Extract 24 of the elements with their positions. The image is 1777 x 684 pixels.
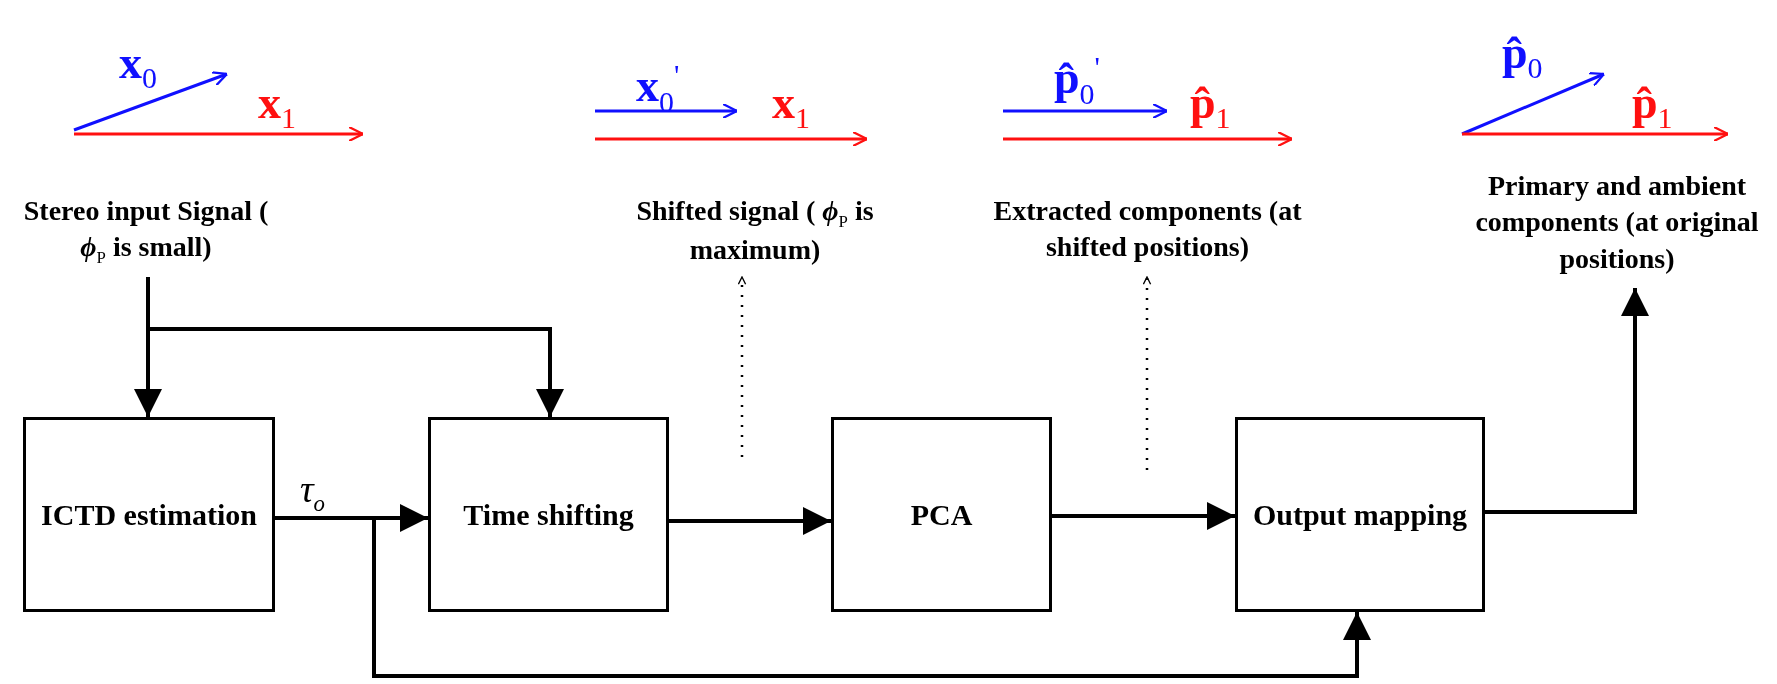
vector-label: x$_{1}$ — [772, 80, 810, 134]
box-label: Output mapping — [1252, 496, 1468, 533]
arrow — [669, 507, 831, 535]
process-box — [1235, 417, 1485, 612]
box-label: Time shifting — [463, 496, 634, 533]
signal-caption: Stereo input Signal ( ϕ$_{P}$ is small) — [22, 194, 270, 269]
arrow — [1052, 502, 1235, 530]
signal-caption: Primary and ambient components (at original positions) — [1474, 169, 1760, 276]
dotted-arrow — [1142, 276, 1152, 470]
signal-caption: Shifted signal ( ϕ$_{P}$ is maximum) — [635, 194, 875, 268]
vector-label: x$_{1}$ — [258, 80, 296, 134]
signal-caption: Extracted components (at shifted positions) — [992, 194, 1303, 265]
process-box — [428, 417, 669, 612]
vector-label: p̂$_{1}$ — [1190, 80, 1231, 134]
process-box — [23, 417, 275, 612]
arrow — [1485, 288, 1649, 514]
vector-label: x$_{0}$ — [119, 40, 157, 94]
box-label: PCA — [910, 496, 973, 533]
vector-label: p̂$_{1}$ — [1632, 80, 1673, 134]
vector-label: p̂$_{0}$ — [1502, 30, 1543, 84]
box-label: ICTD estimation — [41, 496, 257, 533]
arrow — [146, 277, 564, 417]
process-box — [831, 417, 1052, 612]
dotted-arrow — [737, 276, 747, 457]
